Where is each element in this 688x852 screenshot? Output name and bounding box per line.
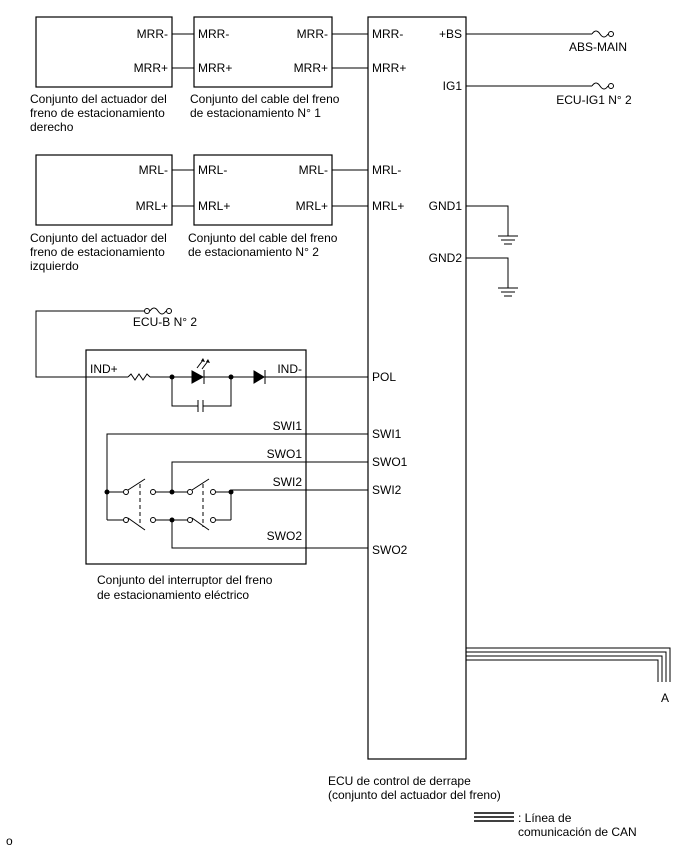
caption-cable-1-2: de estacionamiento N° 1 bbox=[190, 106, 321, 120]
right-actuator-box bbox=[35, 16, 173, 88]
cable-2-mrl-minus-right: MRL- bbox=[299, 163, 328, 177]
switch-pin-swi1: SWI1 bbox=[273, 419, 303, 433]
switch-contact-icon bbox=[107, 517, 231, 531]
cable-2-mrl-minus-left: MRL- bbox=[198, 163, 227, 177]
caption-switch-2: de estacionamiento eléctrico bbox=[97, 588, 249, 602]
fuse-icon-ecu-b bbox=[149, 307, 167, 315]
ecu-pin-mrr-minus: MRR- bbox=[372, 27, 403, 41]
cable-1-mrr-plus-right: MRR+ bbox=[294, 61, 328, 75]
can-legend-icon bbox=[474, 812, 514, 822]
left-actuator-mrl-minus: MRL- bbox=[139, 163, 168, 177]
switch-pin-swo2: SWO2 bbox=[267, 529, 303, 543]
left-actuator-box bbox=[35, 154, 173, 226]
fuse-abs-main-label: ABS-MAIN bbox=[569, 40, 627, 54]
cable-2-mrl-plus-left: MRL+ bbox=[198, 199, 230, 213]
ecu-pin-mrl-minus: MRL- bbox=[372, 163, 401, 177]
switch-pin-swi2: SWI2 bbox=[273, 475, 303, 489]
ecu-pin-ig1: IG1 bbox=[443, 79, 463, 93]
caption-actuator-left-2: freno de estacionamiento bbox=[30, 245, 165, 259]
caption-ecu-1: ECU de control de derrape bbox=[328, 774, 471, 788]
cable-2-box bbox=[193, 154, 333, 226]
cable-2-mrl-plus-right: MRL+ bbox=[296, 199, 328, 213]
switch-assembly-box bbox=[85, 349, 307, 565]
caption-actuator-left-3: izquierdo bbox=[30, 259, 79, 273]
led-icon bbox=[191, 370, 205, 384]
switch-contact-icon bbox=[107, 478, 234, 495]
ecu-pin-bs: +BS bbox=[439, 27, 462, 41]
corner-mark: o bbox=[6, 834, 13, 848]
switch-pin-ind-minus: IND- bbox=[277, 362, 302, 376]
diode-icon bbox=[253, 370, 265, 384]
ecu-pin-mrl-plus: MRL+ bbox=[372, 199, 404, 213]
caption-switch-1: Conjunto del interruptor del freno bbox=[97, 573, 273, 587]
caption-actuator-right-3: derecho bbox=[30, 120, 74, 134]
caption-actuator-right-1: Conjunto del actuador del bbox=[30, 92, 167, 106]
switch-pin-ind-plus: IND+ bbox=[90, 362, 118, 376]
can-connector-label: A bbox=[661, 691, 669, 705]
led-light-arrows-icon bbox=[196, 358, 210, 370]
caption-cable-2-2: de estacionamiento N° 2 bbox=[188, 245, 319, 259]
ground-icon-gnd1 bbox=[498, 235, 518, 245]
fuse-ecu-ig1-label: ECU-IG1 N° 2 bbox=[556, 93, 632, 107]
ground-icon-gnd2 bbox=[498, 287, 518, 297]
caption-cable-1-1: Conjunto del cable del freno bbox=[190, 92, 340, 106]
can-legend-label-2: comunicación de CAN bbox=[518, 825, 637, 839]
fuse-icon-abs-main bbox=[591, 30, 609, 38]
right-actuator-mrr-plus: MRR+ bbox=[134, 61, 168, 75]
caption-actuator-left-1: Conjunto del actuador del bbox=[30, 231, 167, 245]
fuse-ecu-b-label: ECU-B N° 2 bbox=[133, 315, 197, 329]
ecu-pin-swi1: SWI1 bbox=[372, 427, 402, 441]
caption-cable-2-1: Conjunto del cable del freno bbox=[188, 231, 338, 245]
fuse-icon-ecu-ig1 bbox=[591, 82, 609, 90]
caption-ecu-2: (conjunto del actuador del freno) bbox=[328, 788, 501, 802]
caption-actuator-right-2: freno de estacionamiento bbox=[30, 106, 165, 120]
ecu-pin-swo1: SWO1 bbox=[372, 455, 408, 469]
cable-1-mrr-minus-right: MRR- bbox=[297, 27, 328, 41]
left-actuator-mrl-plus: MRL+ bbox=[136, 199, 168, 213]
can-bus-lines bbox=[466, 647, 671, 682]
cable-1-box bbox=[193, 16, 333, 88]
cable-1-mrr-plus-left: MRR+ bbox=[198, 61, 232, 75]
ecu-pin-gnd2: GND2 bbox=[429, 251, 463, 265]
right-actuator-mrr-minus: MRR- bbox=[137, 27, 168, 41]
can-legend-label-1: : Línea de bbox=[518, 811, 572, 825]
ecu-box bbox=[367, 16, 467, 760]
ecu-pin-pol: POL bbox=[372, 370, 396, 384]
ecu-pin-mrr-plus: MRR+ bbox=[372, 61, 406, 75]
cable-1-mrr-minus-left: MRR- bbox=[198, 27, 229, 41]
ecu-pin-swi2: SWI2 bbox=[372, 483, 402, 497]
resistor-icon bbox=[127, 373, 151, 381]
switch-pin-swo1: SWO1 bbox=[267, 447, 303, 461]
ecu-pin-swo2: SWO2 bbox=[372, 543, 408, 557]
ecu-pin-gnd1: GND1 bbox=[429, 199, 463, 213]
